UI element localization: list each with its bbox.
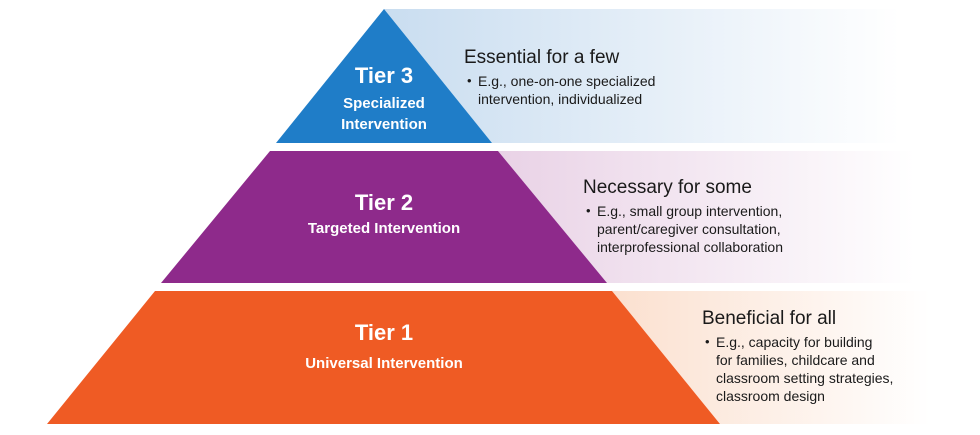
tier1-example-line: for families, childcare and — [716, 352, 875, 368]
tier3-heading: Essential for a few — [464, 47, 620, 68]
tier3-example-line: intervention, individualized — [478, 91, 643, 107]
tier3-description: Essential for a few • E.g., one-on-one s… — [464, 47, 655, 108]
tier2-example-list: • E.g., small group intervention, parent… — [583, 202, 783, 256]
tier1-trapezoid — [47, 291, 720, 424]
tier1-example-line: classroom design — [716, 388, 825, 404]
tier2-description: Necessary for some • E.g., small group i… — [583, 177, 783, 256]
tier3-example-list: • E.g., one-on-one specialized intervent… — [464, 72, 655, 108]
tier1-subtitle: Universal Intervention — [305, 355, 463, 372]
bullet-icon: • — [467, 73, 472, 88]
tier2-heading: Necessary for some — [583, 177, 752, 198]
tier2-band — [498, 151, 915, 283]
tier1-example-line: E.g., capacity for building — [716, 334, 873, 350]
tier3-subtitle-line2: Intervention — [341, 116, 427, 133]
tier1-heading: Beneficial for all — [702, 308, 837, 329]
tier2-trapezoid — [161, 151, 607, 283]
tier2-example-line: E.g., small group intervention, — [597, 203, 783, 219]
tier1-band — [612, 291, 930, 424]
tier2-subtitle: Targeted Intervention — [308, 220, 460, 237]
tier2-example-line: parent/caregiver consultation, — [597, 221, 781, 237]
tier3-subtitle-line1: Specialized — [343, 95, 425, 112]
tier1-description: Beneficial for all • E.g., capacity for … — [702, 308, 893, 405]
bullet-icon: • — [705, 334, 710, 349]
tier3-example-line: E.g., one-on-one specialized — [478, 73, 656, 89]
tier1-example-line: classroom setting strategies, — [716, 370, 894, 386]
tier3-band — [384, 9, 900, 143]
bullet-icon: • — [586, 203, 591, 218]
tier2-title: Tier 2 — [355, 190, 413, 215]
tier3-triangle — [276, 9, 492, 143]
tier2-example-line: interprofessional collaboration — [597, 239, 783, 255]
tier3-title: Tier 3 — [355, 63, 413, 88]
tier1-title: Tier 1 — [355, 320, 413, 345]
tier1-example-list: • E.g., capacity for building for famili… — [702, 333, 893, 405]
